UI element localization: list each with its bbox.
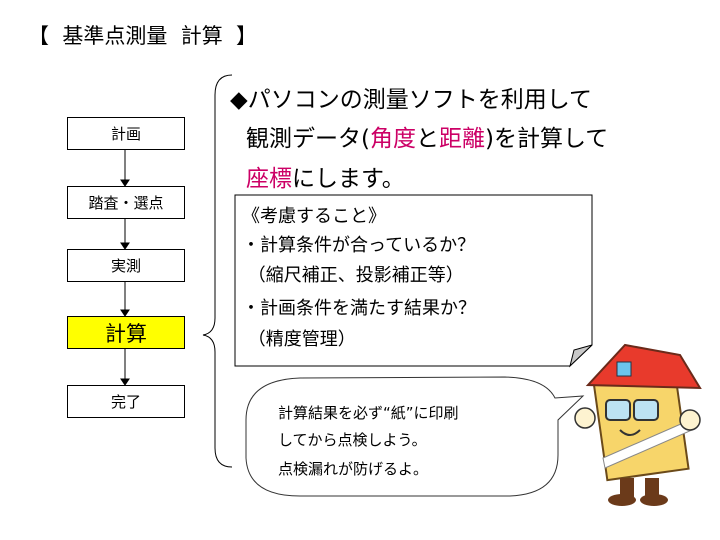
brace: [202, 74, 233, 468]
main-text-line-1: ◆パソコンの測量ソフトを利用して: [230, 87, 592, 113]
highlight-distance: 距離: [438, 126, 485, 152]
flow-step-measure: 実測: [67, 249, 185, 282]
mascot-illustration: [574, 343, 702, 506]
bubble-text: 計算結果を必ず“紙”に印刷: [278, 404, 459, 422]
text: )を計算して: [484, 126, 609, 152]
flow-step-complete: 完了: [67, 385, 185, 418]
main-text-line-3: 座標にします。: [246, 159, 405, 193]
speech-bubble: [245, 376, 585, 497]
note-fold: [569, 344, 593, 368]
note-heading: 《考慮すること》: [242, 206, 386, 227]
text: と: [415, 126, 439, 152]
note-item: ・計算条件が合っているか？: [242, 235, 476, 256]
note-item: （縮尺補正、投影補正等）: [242, 265, 464, 286]
text: 観測データ(: [246, 126, 370, 152]
note-item: （精度管理）: [242, 329, 356, 350]
main-text-line-2: 観測データ(角度と距離)を計算して: [246, 119, 608, 153]
bubble-text: 点検漏れが防げるよ。: [278, 460, 429, 478]
highlight-angle: 角度: [369, 126, 416, 152]
page-title: 【 基準点測量 計算 】: [28, 24, 258, 48]
bubble-text: してから点検しよう。: [278, 431, 427, 449]
note-item: ・計画条件を満たす結果か？: [242, 298, 476, 319]
flow-step-survey: 踏査・選点: [67, 186, 185, 219]
highlight-coordinates: 座標: [246, 166, 292, 192]
text: にします。: [292, 166, 405, 192]
flow-step-plan: 計画: [67, 117, 185, 150]
flow-step-calculate: 計算: [67, 316, 185, 349]
